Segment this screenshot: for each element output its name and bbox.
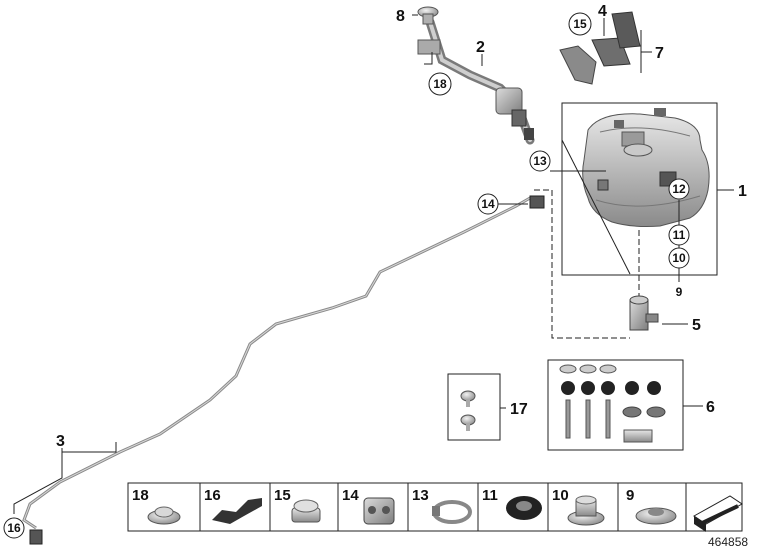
fuel-cap [417,6,439,25]
callout-14-main: 14 [477,193,499,215]
bolts-group-frame [447,373,501,441]
callout-11: 11 [668,224,690,246]
callout-5: 5 [692,317,701,334]
svg-text:10: 10 [672,251,686,265]
svg-text:14: 14 [481,197,495,211]
footer-label-9: 9 [626,487,634,504]
filler-neck [417,17,535,145]
callout-17: 17 [510,401,528,418]
svg-text:13: 13 [533,154,547,168]
callout-6: 6 [706,399,715,416]
footer-label-14: 14 [342,487,359,504]
bolt-parts [460,390,476,431]
footer-label-18: 18 [132,487,149,504]
callout-10: 10 [668,247,690,269]
callout-4: 4 [598,3,607,20]
dashed-connection [534,189,630,339]
svg-text:11: 11 [673,228,686,242]
footer-parts-strip: 18 16 15 14 13 11 10 9 [127,482,743,532]
fuel-tank [582,108,710,227]
footer-label-13: 13 [412,487,429,504]
callout-1: 1 [738,183,747,200]
footer-label-16: 16 [204,487,221,504]
svg-text:16: 16 [7,521,21,535]
callout-12: 12 [668,178,690,200]
hardware-group-frame [547,359,684,451]
callout-18-top: 18 [428,72,452,96]
diagram-reference-number: 464858 [708,535,748,549]
callout-3: 3 [56,433,65,450]
footer-label-11: 11 [482,487,498,504]
hardware-parts [559,364,666,443]
footer-label-10: 10 [552,487,569,504]
valve-part [629,295,659,331]
callout-8: 8 [396,8,405,25]
callout-9: 9 [676,285,683,299]
svg-text:15: 15 [573,17,587,31]
bracket-parts [559,11,641,85]
callout-13-main: 13 [529,150,551,172]
svg-text:18: 18 [433,77,447,91]
footer-label-15: 15 [274,487,291,504]
callout-2: 2 [476,39,485,56]
svg-text:12: 12 [672,182,686,196]
callout-15-top: 15 [568,12,592,36]
callout-16-main: 16 [3,517,25,539]
callout-7: 7 [655,45,664,62]
fuel-line [22,195,545,545]
